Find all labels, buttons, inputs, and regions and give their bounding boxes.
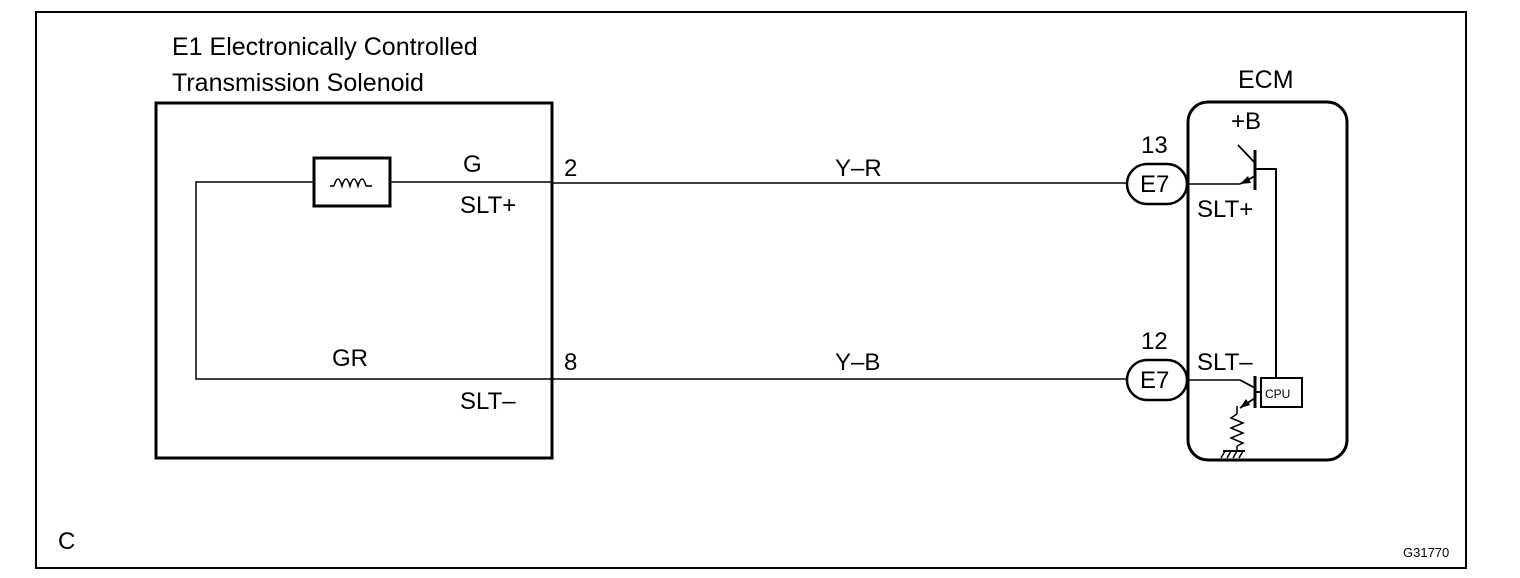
ecm-supply-label: +B — [1231, 108, 1261, 135]
solenoid-pin-top-label: SLT+ — [460, 192, 516, 219]
connector-bottom-name: E7 — [1140, 367, 1169, 394]
solenoid-title-line2: Transmission Solenoid — [172, 69, 424, 97]
solenoid-title-line1: E1 Electronically Controlled — [172, 33, 478, 61]
solenoid-pin-bottom-number: 8 — [564, 349, 577, 376]
ecm-title: ECM — [1238, 66, 1294, 94]
solenoid-pin-top-number: 2 — [564, 155, 577, 182]
diagram-frame — [35, 11, 1467, 569]
low-side-transistor-icon — [1239, 376, 1261, 409]
connector-top-number: 13 — [1141, 132, 1168, 159]
connector-top-name: E7 — [1140, 171, 1169, 198]
solenoid-internal-wire — [195, 181, 552, 380]
solenoid-wire-bottom-color: GR — [332, 345, 368, 372]
ecm-box — [1186, 100, 1349, 462]
ecm-pin-bottom-label: SLT– — [1197, 349, 1253, 376]
harness-wire-top-color: Y–R — [835, 155, 882, 182]
cpu-label: CPU — [1265, 387, 1290, 401]
resistor-ground-icon — [1220, 406, 1245, 459]
coil-icon — [312, 156, 392, 208]
ecm-pin-top-label: SLT+ — [1197, 196, 1253, 223]
figure-code: G31770 — [1403, 545, 1449, 560]
solenoid-wire-top-color: G — [463, 151, 482, 178]
solenoid-box — [154, 101, 554, 460]
figure-corner-label: C — [58, 528, 75, 555]
harness-wire-bottom-color: Y–B — [835, 349, 880, 376]
solenoid-pin-bottom-label: SLT– — [460, 388, 516, 415]
high-side-transistor-icon — [1237, 144, 1277, 378]
connector-bottom-number: 12 — [1141, 328, 1168, 355]
cpu-box — [1260, 377, 1303, 408]
